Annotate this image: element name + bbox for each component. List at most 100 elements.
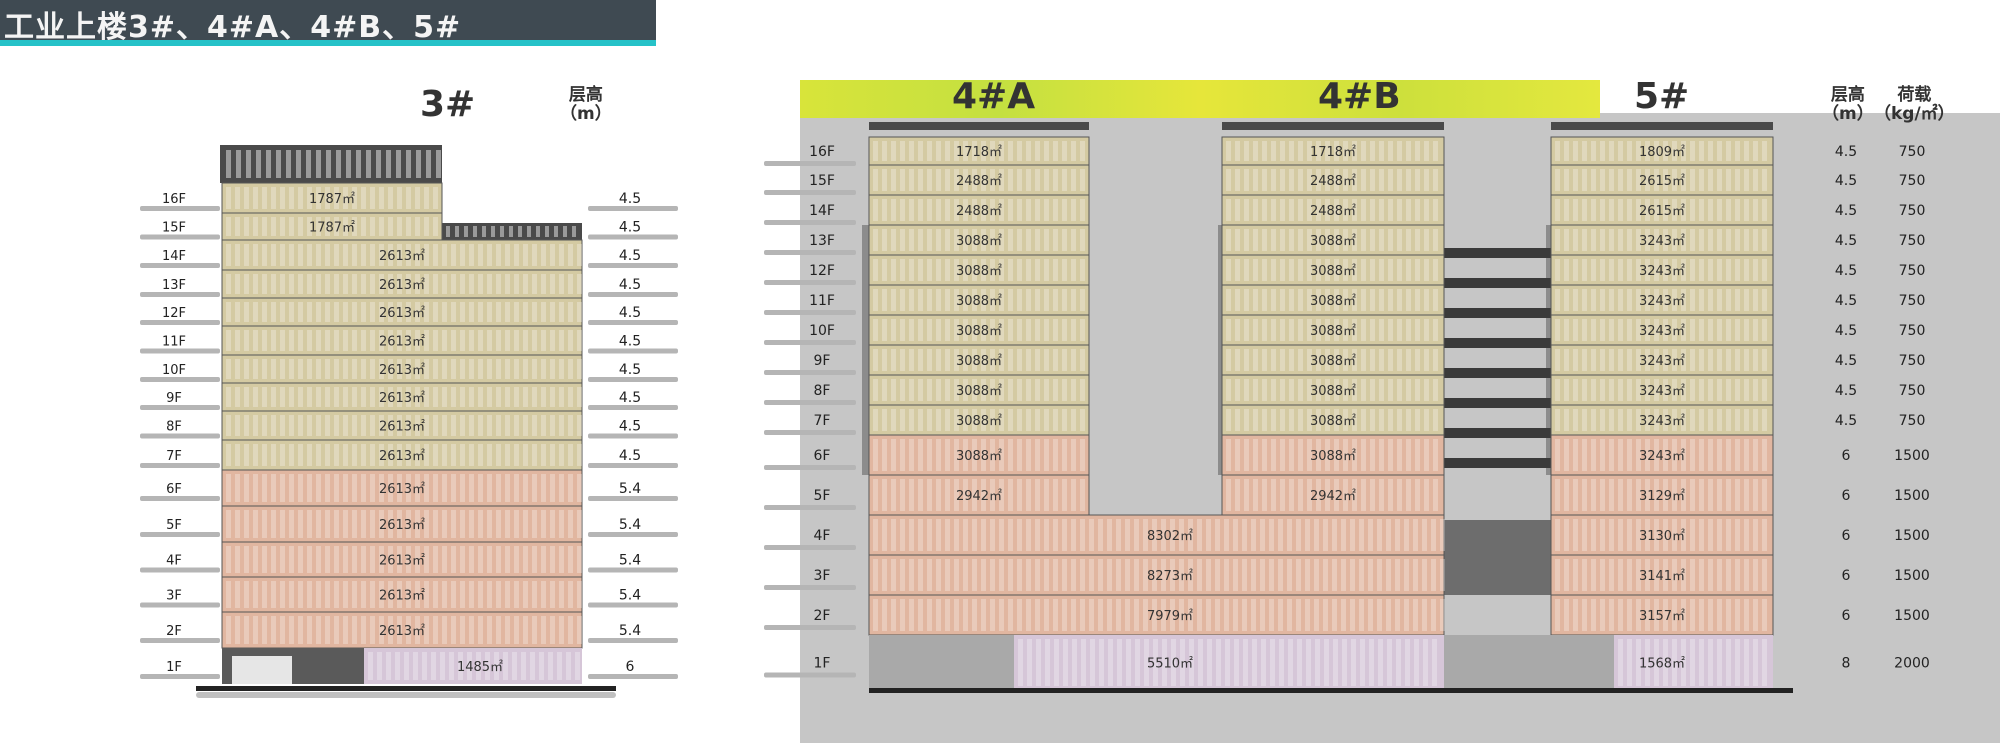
floor-slab [868, 314, 1090, 346]
window-mullion [1762, 169, 1767, 191]
window-mullion [1654, 559, 1659, 591]
floor-height: 4.5 [1835, 263, 1857, 279]
window-mullion [1645, 169, 1650, 191]
floor-label: 12F [809, 263, 835, 279]
window-mullion [1663, 289, 1668, 311]
window-mullion [226, 415, 231, 436]
floor-slab [221, 611, 583, 649]
window-mullion [1555, 599, 1560, 631]
window-mullion [1296, 519, 1301, 551]
window-mullion [1753, 289, 1758, 311]
window-mullion [954, 259, 959, 281]
window-mullion [1388, 479, 1393, 511]
window-mullion [882, 479, 887, 511]
window-mullion [1244, 141, 1249, 161]
window-mullion [262, 330, 267, 351]
window-mullion [235, 330, 240, 351]
window-mullion [1573, 409, 1578, 431]
window-mullion [909, 229, 914, 251]
window-mullion [253, 387, 258, 407]
window-mullion [289, 415, 294, 436]
window-mullion [1762, 141, 1767, 161]
floor-area-4b: 2942㎡ [1310, 489, 1356, 504]
window-mullion [1017, 199, 1022, 221]
floor-height: 4.5 [619, 191, 641, 207]
floor-area-4a: 2488㎡ [956, 204, 1002, 219]
window-mullion [1708, 199, 1713, 221]
building-label-5: 5# [1634, 76, 1690, 117]
window-mullion [999, 519, 1004, 551]
window-mullion [1289, 319, 1294, 341]
window-mullion [514, 510, 519, 538]
window-mullion [963, 229, 968, 251]
window-mullion [1244, 349, 1249, 371]
window-mullion [1762, 409, 1767, 431]
window-mullion [1699, 639, 1704, 686]
window-mullion [1645, 439, 1650, 471]
window-mullion [1379, 229, 1384, 251]
window-mullion [1325, 169, 1330, 191]
window-mullion [298, 330, 303, 351]
window-mullion [1233, 599, 1238, 631]
window-mullion [1582, 259, 1587, 281]
window-mullion [433, 581, 438, 608]
window-mullion [1251, 559, 1256, 591]
floor-label: 7F [814, 413, 831, 429]
window-mullion [244, 444, 249, 466]
window-mullion [1636, 439, 1641, 471]
window-mullion [882, 169, 887, 191]
window-mullion [1307, 439, 1312, 471]
window-mullion [451, 510, 456, 538]
window-mullion [1636, 559, 1641, 591]
window-mullion [226, 244, 231, 266]
window-mullion [1681, 639, 1686, 686]
window-mullion [478, 581, 483, 608]
window-mullion [1307, 479, 1312, 511]
window-mullion [568, 330, 573, 351]
window-mullion [1735, 599, 1740, 631]
window-mullion [1415, 379, 1420, 401]
window-mullion [1744, 409, 1749, 431]
window-mullion [990, 141, 995, 161]
window-mullion [521, 652, 526, 680]
window-mullion [1242, 519, 1247, 551]
window-mullion [361, 510, 366, 538]
window-mullion [316, 444, 321, 466]
window-mullion [424, 474, 429, 502]
window-mullion [1197, 559, 1202, 591]
floor-slab [1221, 194, 1445, 226]
floor-label: 9F [814, 353, 831, 369]
window-mullion [1370, 379, 1375, 401]
window-mullion [539, 652, 544, 680]
window-mullion [1424, 259, 1429, 281]
window-mullion [1370, 259, 1375, 281]
window-mullion [981, 409, 986, 431]
window-mullion [361, 330, 366, 351]
window-mullion [442, 330, 447, 351]
window-mullion [316, 302, 321, 322]
window-mullion [1343, 409, 1348, 431]
window-mullion [1726, 409, 1731, 431]
floor-height: 6 [626, 659, 635, 675]
window-mullion [1053, 599, 1058, 631]
window-mullion [1253, 229, 1258, 251]
window-mullion [334, 302, 339, 322]
window-mullion [1089, 599, 1094, 631]
window-mullion [1744, 379, 1749, 401]
window-mullion [370, 187, 375, 209]
window-mullion [1762, 639, 1767, 686]
ground-floor-lobby [1444, 635, 1614, 690]
window-mullion [1708, 519, 1713, 551]
window-mullion [963, 289, 968, 311]
window-mullion [1627, 379, 1632, 401]
window-mullion [1377, 559, 1382, 591]
window-mullion [999, 439, 1004, 471]
window-mullion [523, 274, 528, 294]
floor-slab [868, 474, 1090, 516]
window-mullion [1708, 599, 1713, 631]
level-marker [140, 405, 220, 410]
window-mullion [1699, 519, 1704, 551]
window-mullion [469, 244, 474, 266]
window-mullion [523, 302, 528, 322]
window-mullion [1654, 319, 1659, 341]
